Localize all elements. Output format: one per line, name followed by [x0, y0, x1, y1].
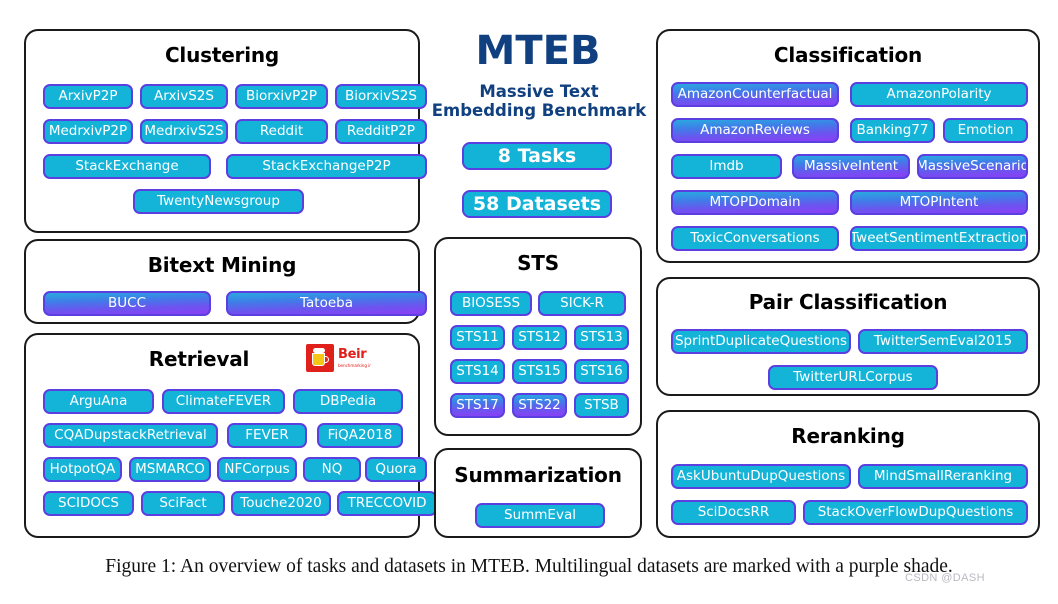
dataset-pill[interactable]: BiorxivS2S: [335, 84, 427, 109]
beir-tagline: benchmarking ir: [338, 362, 371, 368]
dataset-pill[interactable]: BUCC: [43, 291, 211, 316]
dataset-pill[interactable]: BIOSESS: [450, 291, 532, 316]
task-card-bitext-mining: Bitext Mining BUCC Tatoeba: [24, 239, 427, 324]
dataset-pill[interactable]: STS13: [574, 325, 629, 350]
dataset-pill[interactable]: TwitterURLCorpus: [768, 365, 938, 390]
dataset-pill[interactable]: STS16: [574, 359, 629, 384]
dataset-pill[interactable]: TweetSentimentExtraction: [850, 226, 1028, 251]
task-title-classification: Classification: [773, 43, 923, 67]
dataset-pill[interactable]: MSMARCO: [129, 457, 211, 482]
mteb-overview-figure: Clustering ArxivP2P ArxivS2S BiorxivP2P …: [24, 28, 1040, 538]
beer-mug-icon: [306, 344, 334, 372]
page-subtitle-line2: Embedding Benchmark: [431, 101, 647, 121]
dataset-pill[interactable]: MindSmallReranking: [858, 464, 1028, 489]
dataset-pill[interactable]: ArxivP2P: [43, 84, 133, 109]
dataset-pill[interactable]: RedditP2P: [335, 119, 427, 144]
dataset-pill[interactable]: Banking77: [850, 118, 935, 143]
dataset-pill[interactable]: AmazonReviews: [671, 118, 839, 143]
task-card-reranking: Reranking AskUbuntuDupQuestions MindSmal…: [656, 410, 1040, 538]
dataset-pill[interactable]: Emotion: [943, 118, 1028, 143]
dataset-pill[interactable]: BiorxivP2P: [235, 84, 328, 109]
task-card-sts: STS BIOSESS SICK-R STS11 STS12 STS13 STS…: [434, 237, 642, 436]
task-title-retrieval: Retrieval: [148, 347, 250, 371]
dataset-pill[interactable]: MedrxivP2P: [43, 119, 133, 144]
dataset-pill[interactable]: MassiveIntent: [792, 154, 910, 179]
dataset-pill[interactable]: ToxicConversations: [671, 226, 839, 251]
page-subtitle-line1: Massive Text: [479, 82, 599, 101]
dataset-pill[interactable]: Imdb: [671, 154, 782, 179]
dataset-pill[interactable]: ArxivS2S: [140, 84, 228, 109]
dataset-pill[interactable]: Reddit: [235, 119, 328, 144]
task-title-summarization: Summarization: [454, 463, 622, 487]
dataset-pill[interactable]: SciDocsRR: [671, 500, 796, 525]
dataset-pill[interactable]: NQ: [303, 457, 361, 482]
dataset-pill[interactable]: AmazonPolarity: [850, 82, 1028, 107]
dataset-pill[interactable]: STS22: [512, 393, 567, 418]
dataset-pill[interactable]: SCIDOCS: [43, 491, 134, 516]
beir-logo: Beir benchmarking ir: [306, 344, 371, 372]
beir-wordmark: Beir: [338, 346, 367, 362]
dataset-pill[interactable]: MassiveScenario: [917, 154, 1028, 179]
dataset-pill[interactable]: SprintDuplicateQuestions: [671, 329, 851, 354]
figure-caption: Figure 1: An overview of tasks and datas…: [105, 556, 953, 577]
dataset-pill[interactable]: Quora: [365, 457, 427, 482]
dataset-pill[interactable]: NFCorpus: [217, 457, 297, 482]
task-title-pair-classification: Pair Classification: [748, 290, 948, 314]
dataset-pill[interactable]: SICK-R: [538, 291, 626, 316]
dataset-pill[interactable]: CQADupstackRetrieval: [43, 423, 218, 448]
stat-datasets[interactable]: 58 Datasets: [462, 190, 612, 218]
task-title-clustering: Clustering: [164, 43, 280, 67]
dataset-pill[interactable]: TwitterSemEval2015: [858, 329, 1028, 354]
task-title-bitext-mining: Bitext Mining: [147, 253, 297, 277]
dataset-pill[interactable]: STS11: [450, 325, 505, 350]
dataset-pill[interactable]: STS14: [450, 359, 505, 384]
dataset-pill[interactable]: STS15: [512, 359, 567, 384]
dataset-pill[interactable]: STS17: [450, 393, 505, 418]
dataset-pill[interactable]: FiQA2018: [317, 423, 403, 448]
task-card-summarization: Summarization SummEval: [434, 448, 642, 538]
dataset-pill[interactable]: STSB: [574, 393, 629, 418]
dataset-pill[interactable]: StackOverFlowDupQuestions: [803, 500, 1028, 525]
dataset-pill[interactable]: StackExchange: [43, 154, 211, 179]
dataset-pill[interactable]: SciFact: [141, 491, 225, 516]
dataset-pill[interactable]: Touche2020: [231, 491, 331, 516]
dataset-pill[interactable]: FEVER: [227, 423, 307, 448]
dataset-pill[interactable]: StackExchangeP2P: [226, 154, 427, 179]
task-title-sts: STS: [517, 251, 559, 275]
task-card-pair-classification: Pair Classification SprintDuplicateQuest…: [656, 277, 1040, 396]
page-title: MTEB: [475, 28, 601, 74]
dataset-pill[interactable]: MedrxivS2S: [140, 119, 228, 144]
dataset-pill[interactable]: Tatoeba: [226, 291, 427, 316]
task-title-reranking: Reranking: [791, 424, 905, 448]
dataset-pill[interactable]: DBPedia: [293, 389, 403, 414]
dataset-pill[interactable]: ArguAna: [43, 389, 154, 414]
stat-tasks[interactable]: 8 Tasks: [462, 142, 612, 170]
page-subtitle: Massive Text Embedding Benchmark: [428, 82, 650, 121]
dataset-pill[interactable]: AmazonCounterfactual: [671, 82, 839, 107]
dataset-pill[interactable]: STS12: [512, 325, 567, 350]
task-card-classification: Classification AmazonCounterfactual Amaz…: [656, 29, 1040, 263]
dataset-pill[interactable]: TwentyNewsgroup: [133, 189, 304, 214]
dataset-pill[interactable]: MTOPDomain: [671, 190, 839, 215]
dataset-pill[interactable]: MTOPIntent: [850, 190, 1028, 215]
dataset-pill[interactable]: HotpotQA: [43, 457, 122, 482]
dataset-pill[interactable]: SummEval: [475, 503, 605, 528]
dataset-pill[interactable]: ClimateFEVER: [162, 389, 285, 414]
task-card-retrieval: Retrieval Beir benchmarking ir ArguAna C…: [24, 333, 437, 538]
dataset-pill[interactable]: AskUbuntuDupQuestions: [671, 464, 851, 489]
task-card-clustering: Clustering ArxivP2P ArxivS2S BiorxivP2P …: [24, 29, 427, 233]
dataset-pill[interactable]: TRECCOVID: [337, 491, 437, 516]
